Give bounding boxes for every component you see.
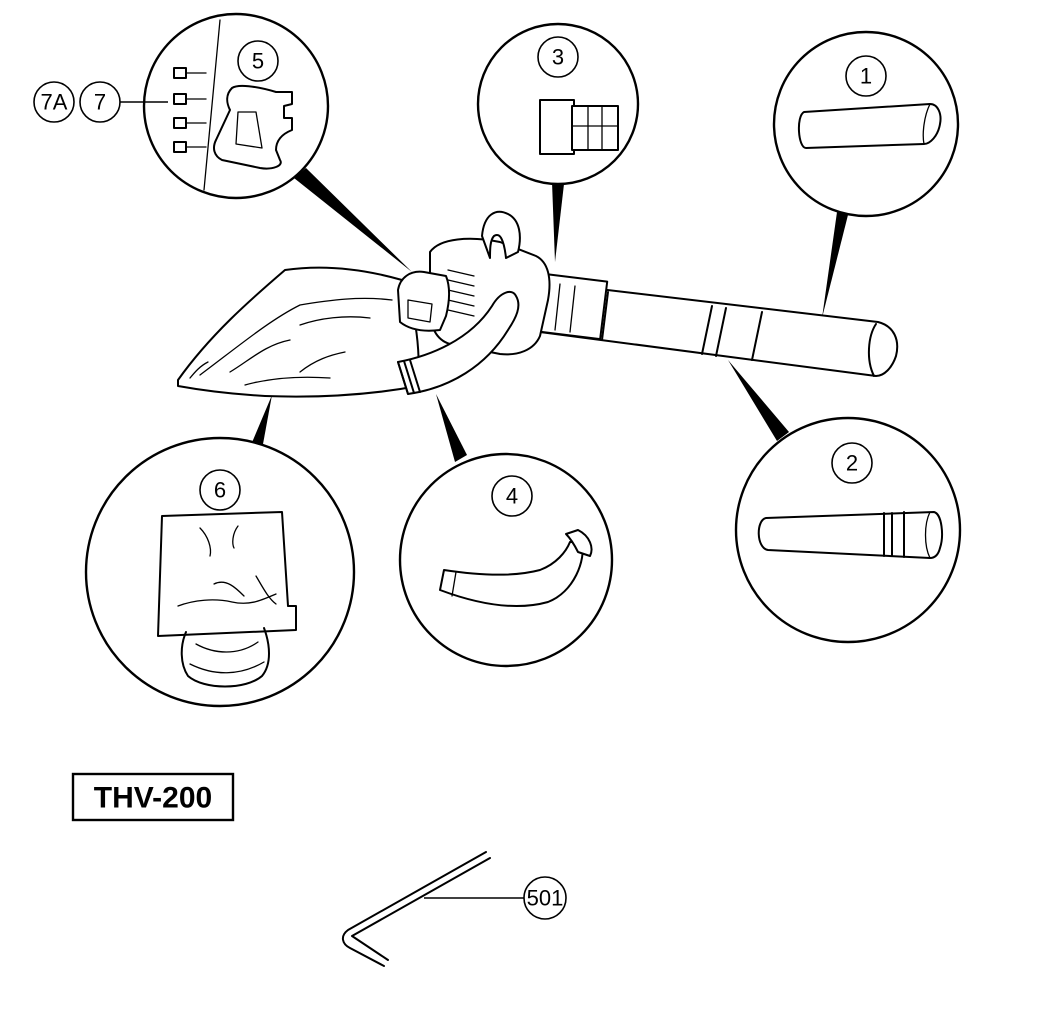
- svg-text:3: 3: [552, 45, 564, 70]
- detail-part-4: [398, 452, 614, 668]
- bag-part: [157, 511, 297, 637]
- pointer-wedges: [248, 168, 850, 462]
- callout-7a: 7A: [33, 81, 75, 123]
- svg-text:7: 7: [94, 90, 106, 115]
- handle-part: [213, 84, 293, 170]
- pointer-part-3: [552, 182, 564, 262]
- svg-text:2: 2: [846, 451, 858, 476]
- svg-text:4: 4: [506, 484, 518, 509]
- detail-part-5: [142, 12, 330, 200]
- callout-3: 3: [537, 36, 579, 78]
- detail-part-3: [476, 22, 640, 186]
- detail-part-2: [734, 416, 962, 644]
- main-engine: [429, 237, 551, 356]
- pointer-part-4: [436, 394, 467, 462]
- main-bag: [177, 266, 420, 398]
- pointer-part-5: [294, 168, 412, 272]
- callout-6: 6: [199, 469, 241, 511]
- main-unit: [177, 210, 899, 398]
- svg-text:6: 6: [214, 478, 226, 503]
- model-label: THV-200: [71, 772, 235, 822]
- main-handle: [397, 270, 450, 332]
- svg-text:1: 1: [860, 64, 872, 89]
- callout-4: 4: [491, 475, 533, 517]
- callout-501: 501: [523, 876, 567, 920]
- allen-key: [342, 851, 524, 967]
- detail-part-6: [84, 436, 356, 708]
- pointer-part-1: [822, 205, 850, 318]
- callout-2: 2: [831, 442, 873, 484]
- callout-1: 1: [845, 55, 887, 97]
- svg-text:THV-200: THV-200: [94, 782, 212, 815]
- pointer-part-2: [728, 360, 789, 441]
- screws: [173, 67, 207, 153]
- main-tube: [539, 281, 899, 377]
- main-vac-tube: [397, 290, 520, 395]
- detail-part-1: [772, 30, 960, 218]
- svg-text:5: 5: [252, 49, 264, 74]
- pointer-part-6: [248, 395, 272, 455]
- callout-7: 7: [79, 81, 168, 123]
- callout-5: 5: [237, 40, 279, 82]
- svg-text:501: 501: [527, 886, 564, 911]
- svg-text:7A: 7A: [41, 90, 68, 115]
